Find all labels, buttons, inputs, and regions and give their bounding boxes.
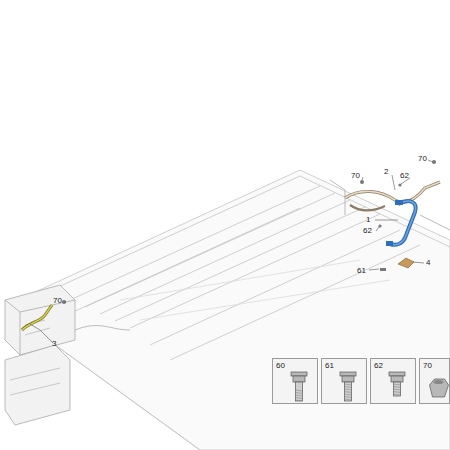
callout-number: 1 xyxy=(366,216,370,224)
callout-number: 62 xyxy=(400,172,409,180)
fastener-box: 60 xyxy=(272,358,318,404)
callout-number: 4 xyxy=(426,259,430,267)
part-number: 60 xyxy=(276,362,285,370)
fastener-box: 70 xyxy=(419,358,450,404)
callout-number: 70 xyxy=(53,297,62,305)
callout-number: 62 xyxy=(363,227,372,235)
part-number: 62 xyxy=(374,362,383,370)
callout-number: 61 xyxy=(357,267,366,275)
callout-number: 70 xyxy=(418,155,427,163)
callout-number: 70 xyxy=(351,172,360,180)
part-number: 61 xyxy=(325,362,334,370)
callout-number: 3 xyxy=(52,340,56,348)
callout-number: 2 xyxy=(384,168,388,176)
part-number: 70 xyxy=(423,362,432,370)
fastener-box: 62 xyxy=(370,358,416,404)
fastener-box: 61 xyxy=(321,358,367,404)
